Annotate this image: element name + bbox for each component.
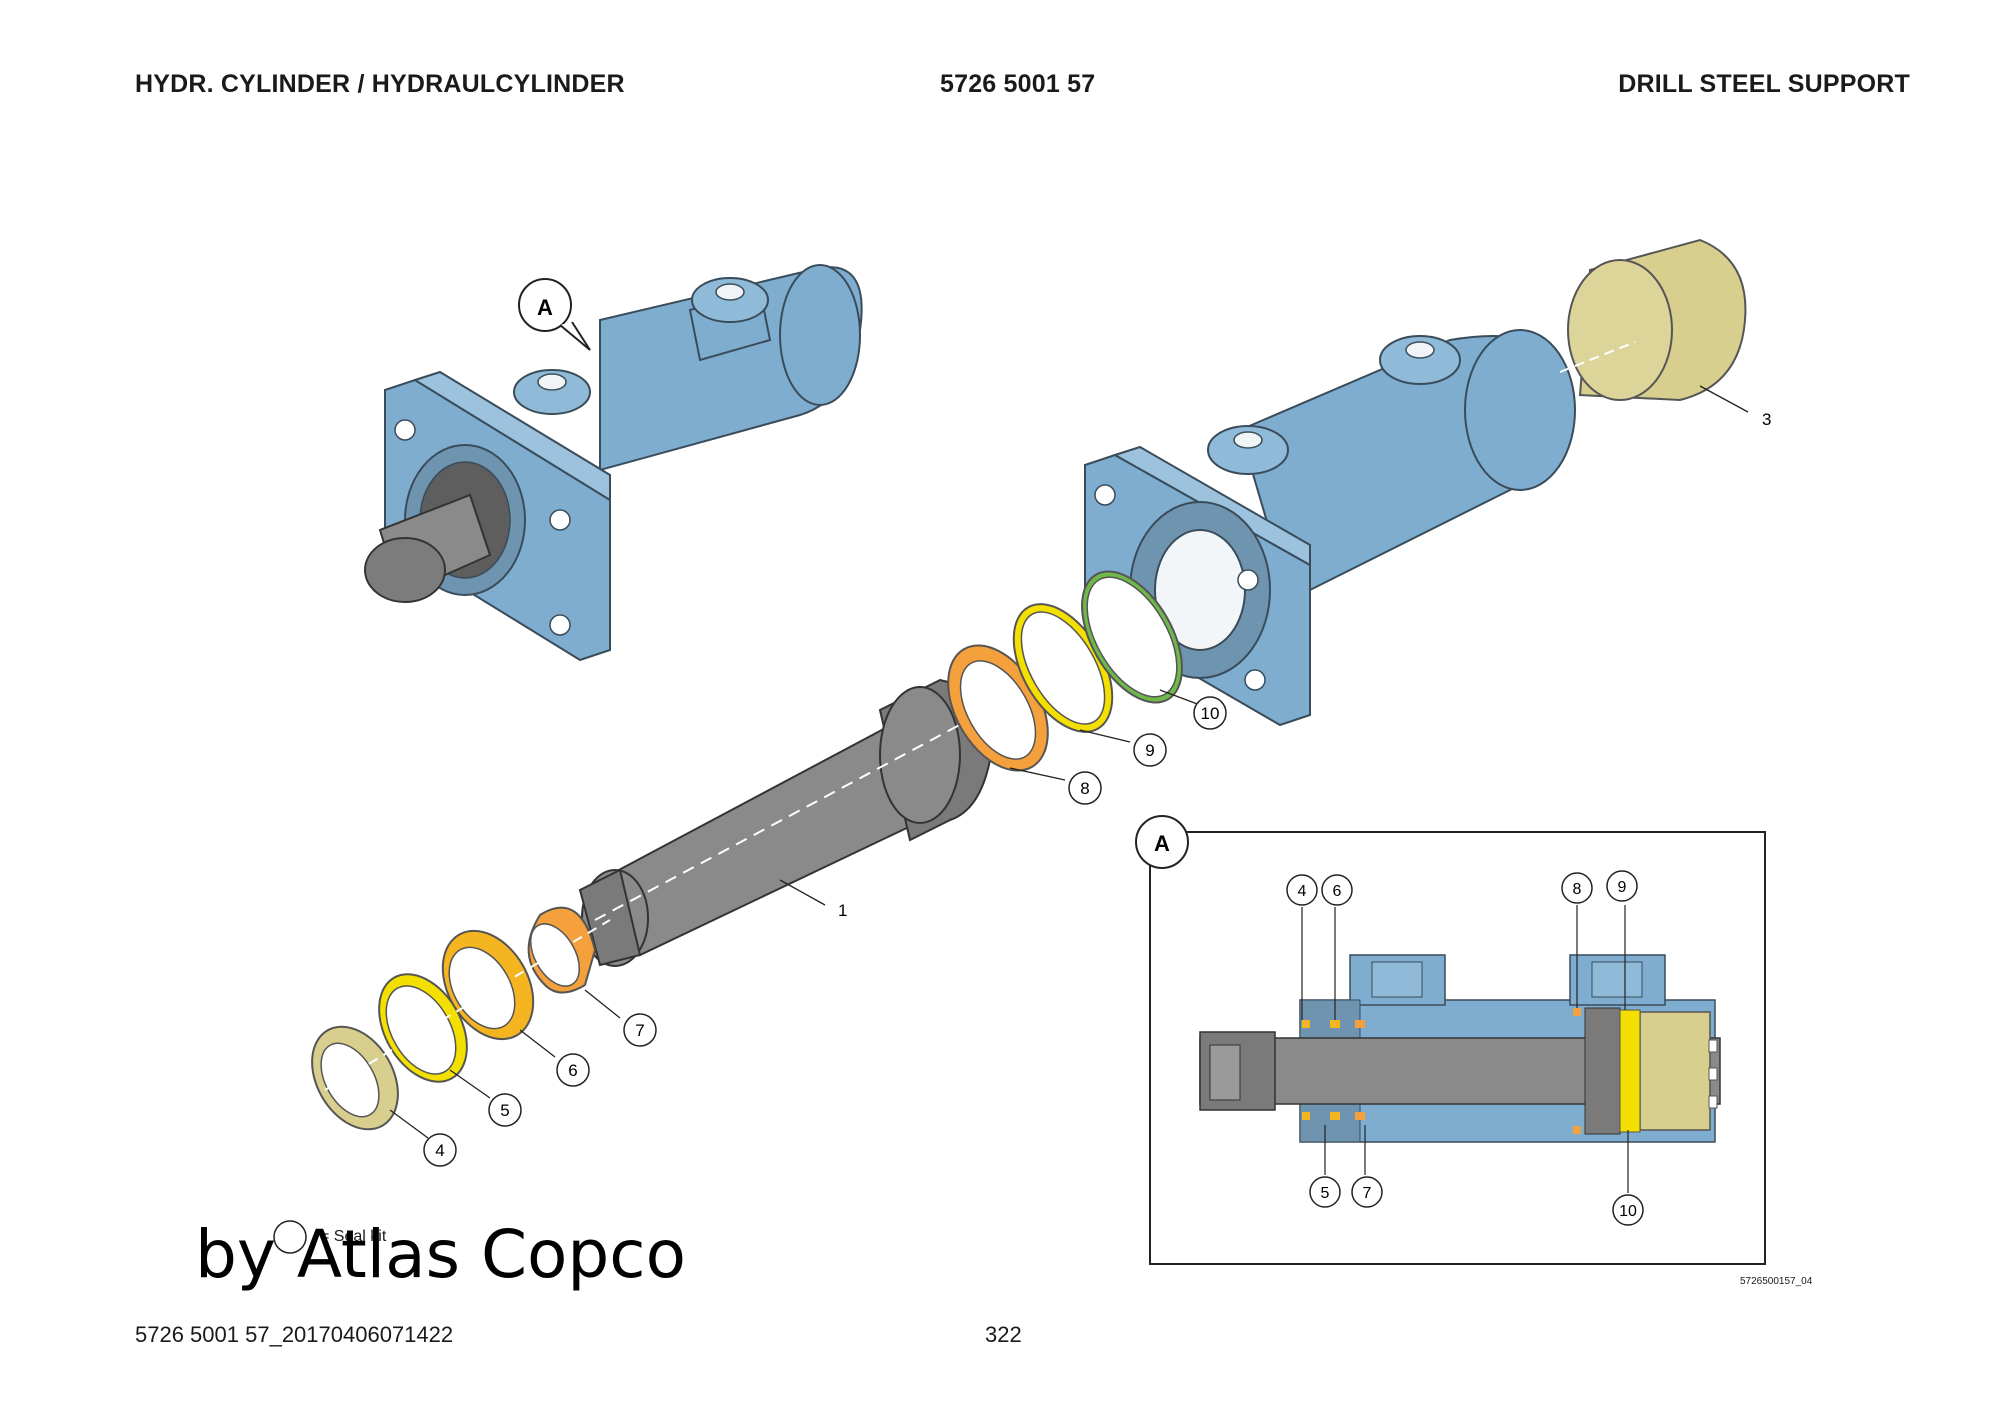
seal-ring-6 bbox=[441, 929, 535, 1041]
callout-5 bbox=[488, 1093, 522, 1127]
detail-callout-8: 8 bbox=[1573, 881, 1582, 898]
callout-6 bbox=[556, 1053, 590, 1087]
seal-ring-5 bbox=[378, 973, 468, 1083]
assembled-cylinder bbox=[364, 264, 863, 662]
callout-4 bbox=[423, 1133, 457, 1167]
callout-7 bbox=[623, 1013, 657, 1047]
detail-callout-10: 10 bbox=[1619, 1203, 1637, 1220]
footer-page-number: 322 bbox=[985, 1322, 1022, 1347]
seal-ring-10 bbox=[1081, 570, 1183, 704]
callout-10-label: 10 bbox=[1201, 704, 1220, 723]
callout-10 bbox=[1193, 696, 1227, 730]
callout-3-label: 3 bbox=[1762, 410, 1771, 429]
detail-box-a-label: A bbox=[1154, 831, 1170, 856]
callout-8 bbox=[1068, 771, 1102, 805]
header-part-number: 5726 5001 57 bbox=[940, 70, 1096, 98]
callout-9-label: 9 bbox=[1145, 741, 1154, 760]
detail-callout-4: 4 bbox=[1298, 883, 1307, 900]
seal-kit-legend-label: = Seal kit bbox=[320, 1228, 387, 1245]
leader-lines bbox=[389, 385, 1749, 1139]
callout-8-label: 8 bbox=[1080, 779, 1089, 798]
end-cap bbox=[1559, 238, 1747, 402]
header-title-right: DRILL STEEL SUPPORT bbox=[1618, 70, 1910, 98]
header-title-left: HYDR. CYLINDER / HYDRAULCYLINDER bbox=[135, 70, 625, 98]
detail-view-a: A bbox=[1135, 815, 1766, 1265]
seal-ring-4 bbox=[311, 1025, 399, 1131]
detail-callout-6: 6 bbox=[1333, 883, 1342, 900]
detail-callout-5: 5 bbox=[1321, 1185, 1330, 1202]
seal-kit-legend-icon bbox=[273, 1220, 307, 1254]
callout-1-label: 1 bbox=[838, 901, 847, 920]
callout-9 bbox=[1133, 733, 1167, 767]
detail-callout-7: 7 bbox=[1363, 1185, 1372, 1202]
callout-a-marker bbox=[518, 278, 591, 351]
callout-a-label: A bbox=[537, 295, 553, 320]
seal-ring-7 bbox=[527, 906, 597, 994]
drawing-code: 5726500157_04 bbox=[1740, 1276, 1813, 1287]
detail-callout-9: 9 bbox=[1618, 879, 1627, 896]
callout-5-label: 5 bbox=[500, 1101, 509, 1120]
callout-7-label: 7 bbox=[635, 1021, 644, 1040]
callout-4-label: 4 bbox=[435, 1141, 444, 1160]
footer-doc-id: 5726 5001 57_20170406071422 bbox=[135, 1322, 454, 1347]
cylinder-barrel bbox=[1084, 329, 1576, 727]
callout-6-label: 6 bbox=[568, 1061, 577, 1080]
watermark: by Atlas Copco bbox=[195, 1216, 686, 1293]
